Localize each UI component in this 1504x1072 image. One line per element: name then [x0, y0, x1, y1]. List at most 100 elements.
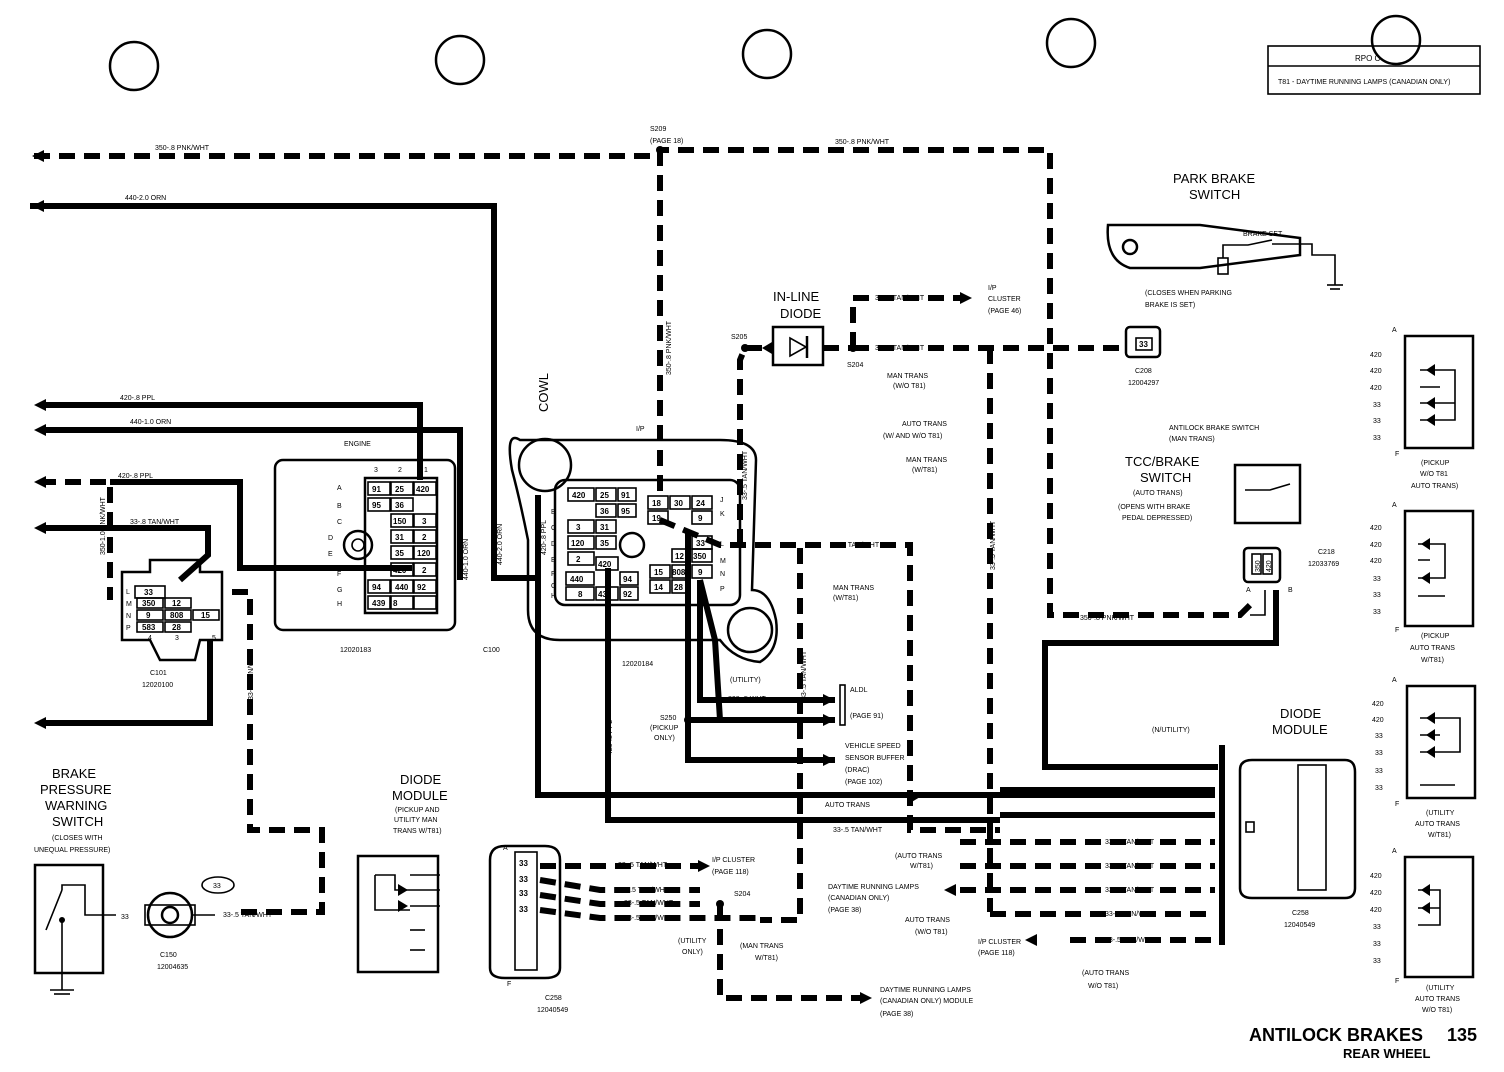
svg-text:2: 2	[398, 467, 402, 474]
rpo-label: RPO C	[1355, 54, 1381, 63]
svg-text:(AUTO TRANS: (AUTO TRANS	[895, 853, 943, 860]
svg-text:(PAGE 38): (PAGE 38)	[880, 1011, 913, 1018]
svg-text:95: 95	[372, 501, 381, 510]
svg-text:DAYTIME RUNNING LAMPS: DAYTIME RUNNING LAMPS	[880, 987, 971, 994]
wire-label: 33-.5 TAN/WHT	[875, 345, 925, 352]
svg-text:19: 19	[652, 514, 661, 523]
ip-wires: 420-.8 PPL 33-.5 TAN/WHT 33-.5 TAN/WHT 3…	[535, 346, 1215, 923]
svg-text:8: 8	[578, 590, 583, 599]
svg-text:WARNING: WARNING	[45, 798, 107, 813]
svg-text:W/T81): W/T81)	[1421, 657, 1444, 664]
wire-label: 33-.5 TAN/WHT	[223, 912, 273, 919]
svg-text:28: 28	[674, 583, 683, 592]
svg-text:SENSOR BUFFER: SENSOR BUFFER	[845, 755, 905, 762]
svg-text:B: B	[551, 509, 556, 516]
svg-text:PEDAL DEPRESSED): PEDAL DEPRESSED)	[1122, 515, 1192, 522]
wire-label: 33-.5 TAN/WHT	[1105, 911, 1155, 918]
svg-text:N: N	[720, 571, 725, 578]
pin-label: 350	[142, 599, 156, 608]
svg-text:420: 420	[1372, 701, 1384, 708]
svg-text:18: 18	[652, 499, 661, 508]
diode-module-right: DIODE MODULE C258 12040549	[1238, 706, 1357, 929]
svg-text:420: 420	[572, 491, 586, 500]
diode-module-pickup-wo-t81: A F 420 420 420 33 33 33 (PICKUP W/O T81…	[1370, 327, 1475, 490]
svg-text:(UTILITY: (UTILITY	[1426, 810, 1455, 817]
wire-label: 33-.5 TAN/WHT	[1105, 863, 1155, 870]
svg-text:DIODE: DIODE	[1280, 706, 1322, 721]
row-label: N	[126, 613, 131, 620]
splice-s209-page: (PAGE 18)	[650, 138, 683, 145]
svg-text:1: 1	[424, 467, 428, 474]
svg-text:420: 420	[1372, 717, 1384, 724]
connector-ip: COWL I/P 420 25 91 36 95 31 3 120 35 2 4…	[508, 373, 778, 668]
svg-text:350: 350	[1255, 560, 1262, 572]
svg-text:A: A	[1392, 327, 1397, 334]
svg-text:UTILITY MAN: UTILITY MAN	[394, 817, 437, 824]
svg-text:S204: S204	[847, 362, 863, 369]
svg-text:(MAN TRANS): (MAN TRANS)	[1169, 436, 1215, 443]
wire-label: 440-1.0 ORN	[130, 419, 171, 426]
svg-text:92: 92	[623, 590, 632, 599]
svg-text:439: 439	[598, 590, 612, 599]
wire-label: 33-.5 TAN/WHT	[618, 862, 668, 869]
svg-text:12: 12	[675, 552, 684, 561]
diode-modules-column: A F 420 420 420 33 33 33 (PICKUP W/O T81…	[1370, 327, 1477, 1014]
svg-text:9: 9	[698, 514, 703, 523]
svg-text:D: D	[328, 535, 333, 542]
svg-text:DAYTIME RUNNING LAMPS: DAYTIME RUNNING LAMPS	[828, 884, 919, 891]
svg-text:BRAKE IS SET): BRAKE IS SET)	[1145, 302, 1195, 309]
svg-text:MAN TRANS: MAN TRANS	[887, 373, 928, 380]
svg-text:31: 31	[395, 533, 404, 542]
wire-label: 33-.5 TAN/WHT	[990, 520, 997, 570]
svg-text:B: B	[1288, 587, 1293, 594]
svg-text:(PAGE 91): (PAGE 91)	[850, 713, 883, 720]
svg-text:SWITCH: SWITCH	[1140, 470, 1191, 485]
svg-text:420: 420	[1370, 352, 1382, 359]
svg-text:(AUTO TRANS): (AUTO TRANS)	[1133, 490, 1183, 497]
svg-text:420: 420	[1370, 890, 1382, 897]
svg-text:91: 91	[372, 485, 381, 494]
svg-text:ONLY): ONLY)	[682, 949, 703, 956]
svg-text:2: 2	[422, 533, 427, 542]
svg-text:(W/T81): (W/T81)	[833, 595, 858, 602]
utility-label: (UTILITY)	[730, 677, 761, 684]
tcc-brake-switch: ANTILOCK BRAKE SWITCH (MAN TRANS) TCC/BR…	[1042, 425, 1339, 770]
svg-text:I/P CLUSTER: I/P CLUSTER	[712, 857, 755, 864]
svg-text:95: 95	[621, 507, 630, 516]
svg-text:3: 3	[374, 467, 378, 474]
svg-text:F: F	[337, 571, 341, 578]
svg-text:8: 8	[393, 599, 398, 608]
wire-label: 33-.5 TAN/WHT	[875, 295, 925, 302]
svg-text:DIODE: DIODE	[400, 772, 442, 787]
svg-text:H: H	[337, 601, 342, 608]
svg-text:TRANS W/T81): TRANS W/T81)	[393, 828, 442, 835]
ip-label: I/P	[636, 426, 645, 433]
svg-text:94: 94	[372, 583, 381, 592]
wire-label: 33-.5 TAN/WHT	[624, 915, 674, 922]
svg-text:33: 33	[1373, 418, 1381, 425]
svg-text:D: D	[551, 541, 556, 548]
svg-text:A: A	[1246, 587, 1251, 594]
svg-text:12033769: 12033769	[1308, 561, 1339, 568]
svg-text:33: 33	[696, 539, 705, 548]
cowl-label: COWL	[536, 373, 551, 412]
svg-text:420: 420	[393, 566, 407, 575]
svg-text:33: 33	[519, 875, 528, 884]
svg-text:L: L	[720, 541, 724, 548]
svg-text:33: 33	[519, 905, 528, 914]
svg-text:(MAN TRANS: (MAN TRANS	[740, 943, 784, 950]
footer-page-number: 135	[1447, 1025, 1477, 1045]
svg-text:33: 33	[1373, 941, 1381, 948]
engine-part-number: 12020183	[340, 647, 371, 654]
park-brake-switch: PARK BRAKE SWITCH BRAKE SET (CLOSES WHEN…	[1106, 171, 1343, 309]
svg-text:(UTILITY: (UTILITY	[1426, 985, 1455, 992]
connector-c150: 33 C150 12004635 33-.5 TAN/WHT	[144, 876, 273, 971]
svg-text:420: 420	[1370, 542, 1382, 549]
wire-label: 440-1.0 ORN	[463, 539, 470, 580]
svg-text:120: 120	[417, 549, 431, 558]
wire-label: 808-.5 WHT	[715, 757, 753, 764]
svg-text:150: 150	[393, 517, 407, 526]
svg-text:(PAGE 118): (PAGE 118)	[978, 950, 1015, 957]
svg-text:12004635: 12004635	[157, 964, 188, 971]
